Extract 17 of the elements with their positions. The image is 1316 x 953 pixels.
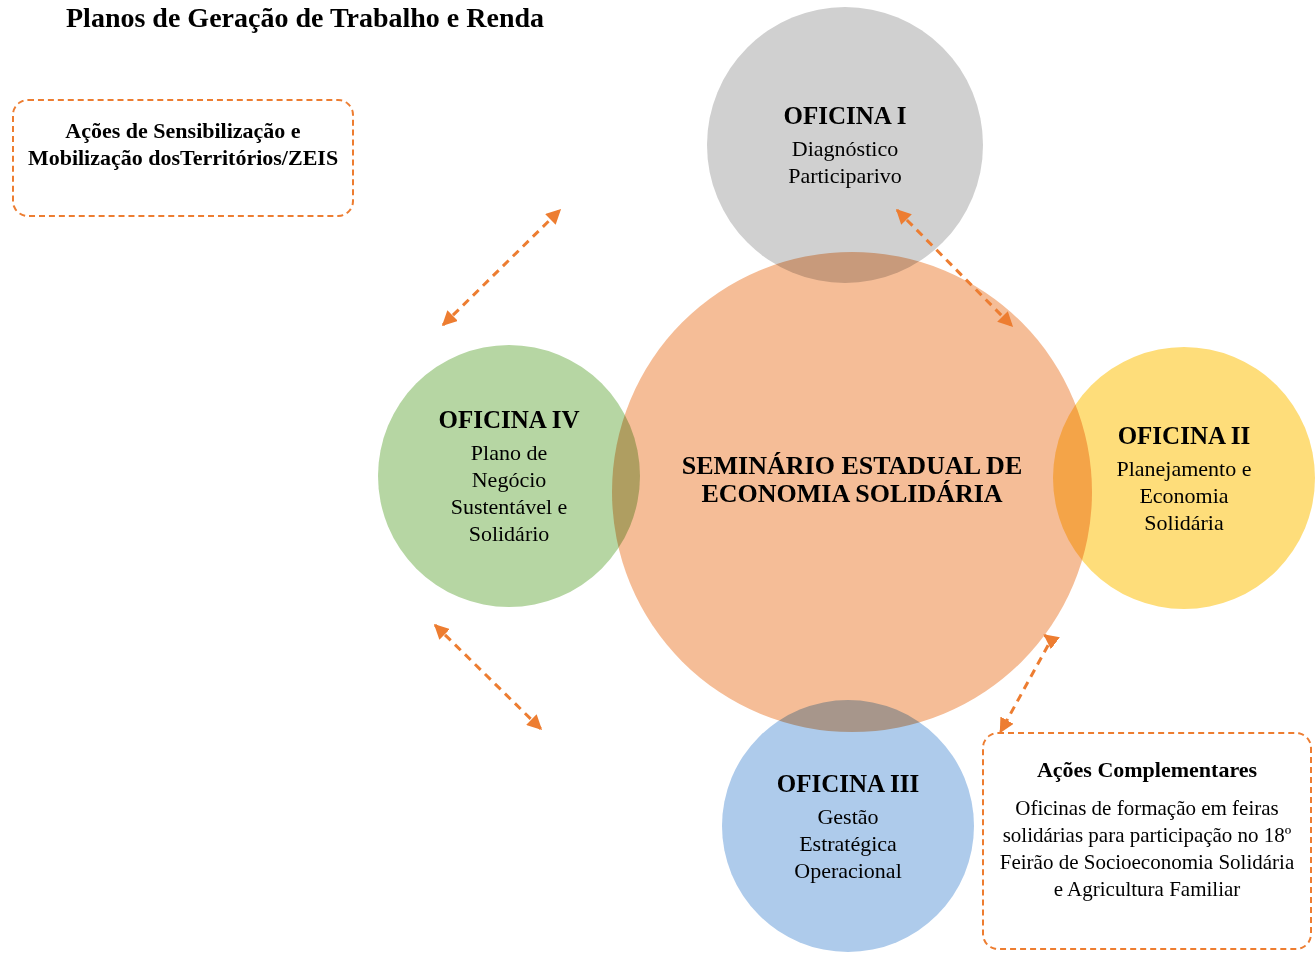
circle-text: Gestão Estratégica Operacional: [793, 802, 903, 884]
diagram-title: Planos de Geração de Trabalho e Renda: [66, 2, 545, 34]
circle-heading: OFICINA II: [1117, 420, 1251, 451]
box-text: Oficinas de formação em feiras solidárias para participação no 18º Feirão de Socioeconomia Solidária e Agricultura Familiar: [998, 795, 1296, 903]
circle-text: Planejamento e Economia Solidária: [1115, 454, 1253, 536]
double-arrow: [999, 634, 1060, 734]
box-heading: Ações de Sensibilização e Mobilização dosTerritórios/ZEIS: [26, 117, 340, 171]
double-arrow: [895, 208, 1014, 328]
circle-heading: OFICINA IV: [438, 405, 580, 435]
dashed-box: [982, 732, 1312, 950]
box-heading: Ações Complementares: [1036, 756, 1258, 783]
circle-heading: OFICINA I: [783, 101, 907, 131]
circle-heading: SEMINÁRIO ESTADUAL DE ECONOMIA SOLIDÁRIA: [680, 452, 1024, 508]
circle-text: Plano de Negócio Sustentável e Solidário: [449, 439, 569, 547]
dashed-box: [12, 99, 354, 217]
circle-text: Diagnóstico Participarivo: [787, 135, 903, 189]
circle-heading: OFICINA III: [776, 768, 920, 799]
